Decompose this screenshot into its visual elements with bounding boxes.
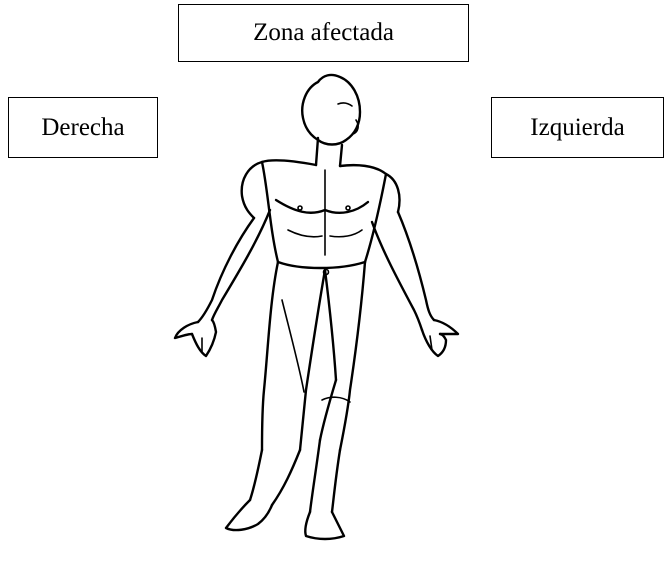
right-arm <box>175 162 270 356</box>
left-arm <box>372 174 458 356</box>
torso <box>262 160 386 274</box>
right-leg <box>226 262 325 530</box>
head <box>302 75 360 145</box>
left-leg <box>305 262 365 539</box>
